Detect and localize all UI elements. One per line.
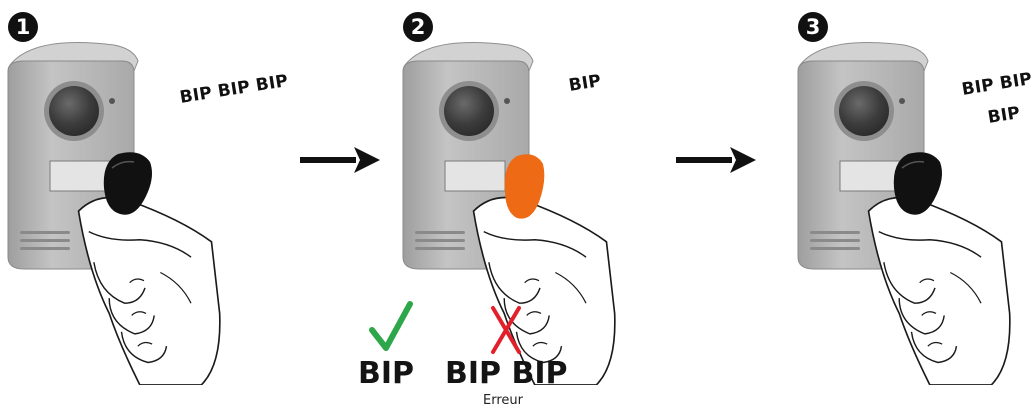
success-bip-label: BIP — [358, 356, 414, 391]
error-caption: Erreur — [483, 393, 523, 408]
badge-icon — [499, 150, 549, 230]
step-3: 3 BIP BIP BIP — [790, 0, 1034, 413]
bip-sound-text: BIP BIP BIP — [178, 71, 289, 108]
step-2: 2 BIP BIP BIP BIP Erreur — [395, 0, 655, 413]
bip-sound-text-line2: BIP — [986, 103, 1021, 128]
bip-sound-text: BIP — [567, 71, 602, 96]
error-bip-label: BIP BIP — [445, 356, 567, 391]
step-1: 1 BIP BIP BIP — [0, 0, 260, 413]
bip-sound-text-line1: BIP BIP — [960, 69, 1033, 100]
arrow-right-icon — [300, 145, 380, 175]
arrow-right-icon — [676, 145, 756, 175]
badge-icon — [888, 148, 948, 228]
badge-icon — [98, 148, 158, 228]
red-x-icon — [489, 306, 523, 354]
checkmark-icon — [368, 300, 412, 352]
